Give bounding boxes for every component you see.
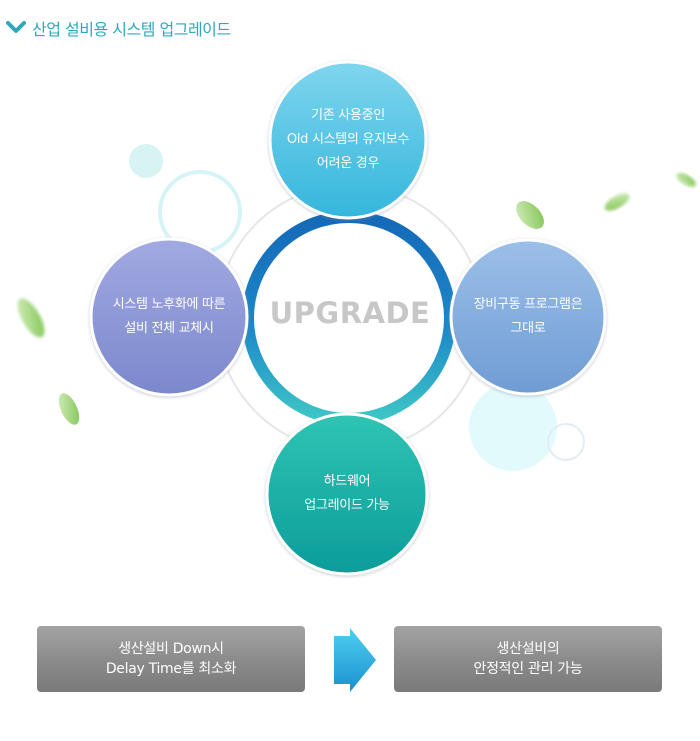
- node-right-circle: [449, 238, 607, 396]
- node-right-line: 장비구동 프로그램은: [473, 297, 583, 312]
- leaf-decor: [516, 201, 544, 229]
- node-top-circle: [268, 60, 428, 220]
- node-right-line: 그대로: [510, 321, 546, 336]
- chevron-down-icon: [6, 21, 26, 33]
- leaf-decor: [676, 173, 696, 187]
- node-right-text: 장비구동 프로그램은 그대로: [451, 240, 605, 394]
- before-box-line: Delay Time를 최소화: [105, 661, 237, 677]
- node-left-text: 시스템 노후화에 따른 설비 전체 교체시: [91, 239, 247, 395]
- leaf-decor: [17, 298, 45, 338]
- after-box-line: 안정적인 관리 가능: [473, 661, 583, 677]
- right-arrow-icon: [334, 628, 376, 692]
- before-box-line: 생산설비 Down시: [118, 641, 224, 657]
- node-bottom-line: 하드웨어: [323, 474, 371, 489]
- node-bottom-circle: [265, 412, 429, 576]
- leaf-decor: [604, 193, 630, 211]
- page-title: 산업 설비용 시스템 업그레이드: [32, 20, 231, 39]
- node-bottom-line: 업그레이드 가능: [304, 498, 390, 513]
- decor-bubble: [469, 383, 557, 471]
- node-left-line: 설비 전체 교체시: [124, 321, 214, 336]
- leaf-decor: [58, 393, 80, 425]
- node-left-line: 시스템 노후화에 따른: [112, 297, 226, 312]
- node-bottom-text: 하드웨어 업그레이드 가능: [267, 414, 427, 574]
- node-top-text: 기존 사용중인 Old 시스템의 유지보수 어려운 경우: [270, 62, 426, 218]
- page-header: 산업 설비용 시스템 업그레이드: [6, 16, 231, 40]
- after-box: 생산설비의 안정적인 관리 가능: [394, 626, 662, 692]
- node-top-line: 어려운 경우: [316, 156, 380, 171]
- node-left-circle: [89, 237, 249, 397]
- node-top-line: 기존 사용중인: [311, 108, 385, 123]
- before-box: 생산설비 Down시 Delay Time를 최소화: [37, 626, 305, 692]
- decor-ring: [547, 423, 585, 461]
- decor-bubble: [129, 144, 163, 178]
- node-top-line: Old 시스템의 유지보수: [286, 132, 410, 147]
- center-label: UPGRADE: [269, 296, 431, 330]
- after-box-line: 생산설비의: [496, 641, 560, 657]
